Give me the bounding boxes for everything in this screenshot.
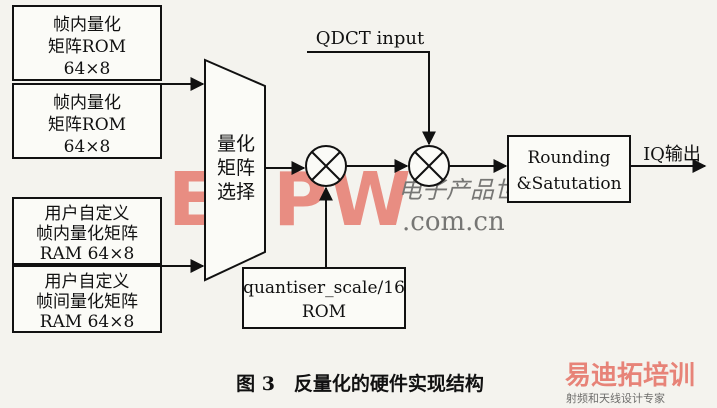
rom-intra-2-line-1: 帧内量化 xyxy=(53,93,121,113)
ram-intra-block: 用户自定义 帧内量化矩阵 RAM 64×8 xyxy=(12,197,162,265)
corner-watermark: 易迪拓培训 射频和天线设计专家 xyxy=(565,361,695,405)
rom-intra-1-line-3: 64×8 xyxy=(64,59,111,79)
rom-intra-1-line-2: 矩阵ROM xyxy=(48,37,126,57)
rounding-line-2: &Satutation xyxy=(516,174,621,194)
qdct-input-label: QDCT input xyxy=(316,28,425,49)
iq-output-label: IQ输出 xyxy=(643,144,701,165)
ram-inter-block: 用户自定义 帧间量化矩阵 RAM 64×8 xyxy=(12,265,162,333)
rom-intra-2-block: 帧内量化 矩阵ROM 64×8 xyxy=(12,83,162,159)
ram-intra-line-2: 帧内量化矩阵 xyxy=(36,224,138,244)
multiplier-2 xyxy=(408,145,450,187)
figure-caption: 图 3 反量化的硬件实现结构 xyxy=(236,372,484,395)
rom-intra-1-line-1: 帧内量化 xyxy=(53,15,121,35)
watermark-url: .com.cn xyxy=(402,207,505,237)
rounding-block: Rounding &Satutation xyxy=(507,135,631,203)
corner-watermark-logo: 易迪拓培训 xyxy=(565,361,695,391)
qscale-line-1: quantiser_scale/16 xyxy=(243,278,405,298)
ram-intra-line-1: 用户自定义 xyxy=(45,204,130,224)
ram-inter-line-2: 帧间量化矩阵 xyxy=(36,292,138,312)
mux-line-3: 选择 xyxy=(217,181,255,203)
mux-block: 量化 矩阵 选择 xyxy=(204,58,266,282)
rom-intra-2-line-2: 矩阵ROM xyxy=(48,115,126,135)
multiplier-1 xyxy=(305,145,347,187)
rom-intra-2-line-3: 64×8 xyxy=(64,137,111,157)
corner-watermark-sub: 射频和天线设计专家 xyxy=(566,391,665,405)
ram-intra-line-3: RAM 64×8 xyxy=(40,244,135,264)
rom-intra-1-block: 帧内量化 矩阵ROM 64×8 xyxy=(12,5,162,81)
mux-line-1: 量化 xyxy=(217,133,255,155)
rounding-line-1: Rounding xyxy=(527,148,610,168)
ram-inter-line-1: 用户自定义 xyxy=(45,272,130,292)
qscale-line-2: ROM xyxy=(302,302,346,322)
ram-inter-line-3: RAM 64×8 xyxy=(40,312,135,332)
qscale-rom-block: quantiser_scale/16 ROM xyxy=(242,267,406,329)
arrow-qdct-to-mult2 xyxy=(307,51,436,146)
mux-line-2: 矩阵 xyxy=(217,157,255,179)
